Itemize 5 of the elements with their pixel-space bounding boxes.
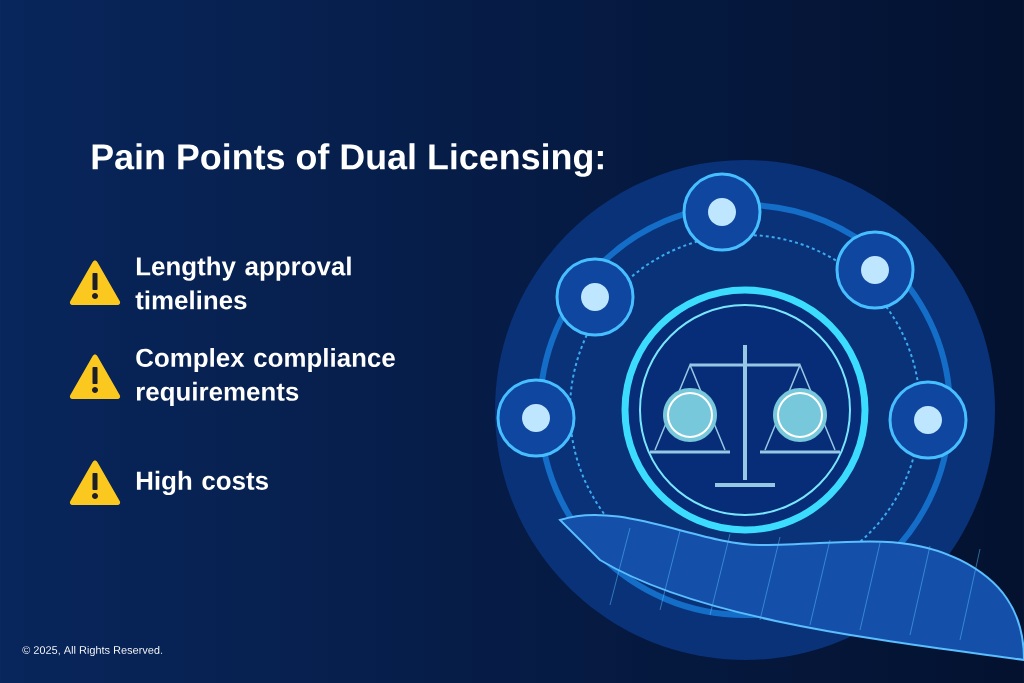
title: Pain Points of Dual Licensing: xyxy=(92,143,603,177)
list-item: High costs xyxy=(136,470,268,496)
list-item: Complex compliance requirements xyxy=(136,348,395,406)
footer-note: © 2025, All Rights Reserved. xyxy=(22,645,163,657)
list-item: Lengthy approval timelines xyxy=(135,256,351,310)
